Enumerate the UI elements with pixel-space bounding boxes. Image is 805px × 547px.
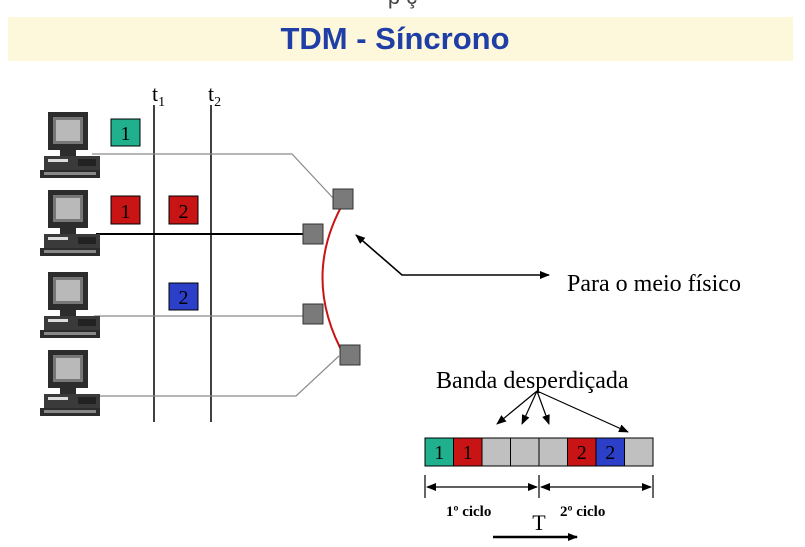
svg-text:2: 2 — [179, 201, 189, 223]
computer-icon — [40, 350, 100, 416]
frame-slot: 2 — [567, 437, 597, 467]
top-fragment-text: p ç — [0, 0, 805, 10]
link-line-1 — [92, 153, 335, 200]
svg-text:1: 1 — [121, 201, 131, 223]
frame-slot — [624, 437, 654, 467]
svg-text:1: 1 — [121, 123, 131, 145]
packet-c1-t1: 1 — [110, 118, 141, 147]
time-label-t2: t2 — [208, 81, 221, 110]
computer-icon — [40, 112, 100, 178]
computer-icon — [40, 190, 100, 256]
frame-slot — [481, 437, 511, 467]
frame-slot: 2 — [595, 437, 625, 467]
packet-c2-t2: 2 — [168, 195, 199, 225]
cycle-label-2: 2º ciclo — [560, 504, 605, 520]
frame-slot: 1 — [453, 437, 483, 467]
period-label: T — [532, 510, 546, 535]
cycle-label-1: 1º ciclo — [446, 504, 491, 520]
frame-slot-label: 2 — [605, 442, 615, 464]
title-banner — [8, 17, 793, 61]
packet-c3-t2: 2 — [168, 282, 199, 311]
link-line-4 — [94, 355, 340, 397]
multiplexer-switch-icon — [302, 188, 361, 366]
wasted-bandwidth-pointers — [496, 390, 629, 433]
medium-label: Para o meio físico — [567, 271, 741, 297]
frame-slot — [510, 437, 540, 467]
frame-slot — [538, 437, 568, 467]
frame-slot-label: 1 — [434, 442, 444, 464]
frame-slot-label: 1 — [463, 442, 473, 464]
wasted-bandwidth-label: Banda desperdiçada — [436, 368, 629, 394]
frame-slot-label: 2 — [577, 442, 587, 464]
packet-c2-t1: 1 — [110, 195, 141, 225]
medium-arrow — [355, 234, 550, 279]
svg-text:2: 2 — [179, 287, 189, 309]
page-title: TDM - Síncrono — [280, 21, 510, 56]
cycle-markers — [424, 475, 654, 498]
time-label-t1: t1 — [152, 81, 165, 110]
frame-slot: 1 — [424, 437, 454, 467]
computer-icon — [40, 272, 100, 338]
